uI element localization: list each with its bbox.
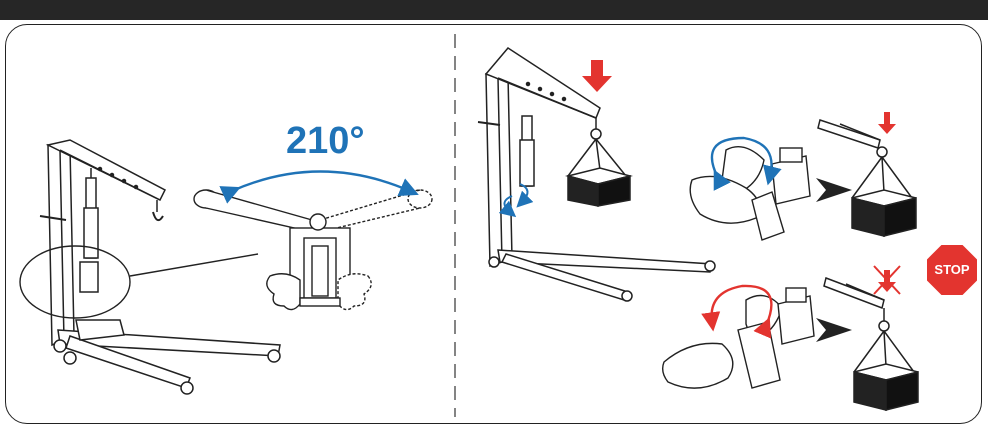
step1-crane-load [817, 119, 917, 237]
pump-rotation-arrow [498, 195, 517, 218]
load-down-arrow [582, 60, 612, 92]
step1-down-arrow [878, 112, 896, 134]
step1-hand-and-pump [689, 146, 811, 241]
no-lift-indicator [873, 265, 901, 295]
step2-hand-and-pump [661, 287, 815, 389]
stop-sign [925, 243, 979, 297]
crane-illustration-left [39, 139, 281, 395]
zoom-callout [19, 245, 259, 319]
crane-illustration-right [477, 47, 716, 302]
header-bar [0, 0, 988, 20]
step1-rotation-arrow [710, 136, 782, 191]
rotation-arc [219, 170, 419, 204]
step2-crane-load [823, 276, 919, 411]
step2-next-arrow [816, 318, 852, 342]
pump-rotation-arrow-2 [516, 183, 534, 208]
step2-rotation-arrow [701, 284, 773, 339]
handle-detail [193, 189, 433, 311]
step1-next-arrow [816, 178, 852, 202]
stop-sign-text: STOP [934, 262, 970, 277]
rotation-angle-label: 210° [286, 120, 365, 162]
